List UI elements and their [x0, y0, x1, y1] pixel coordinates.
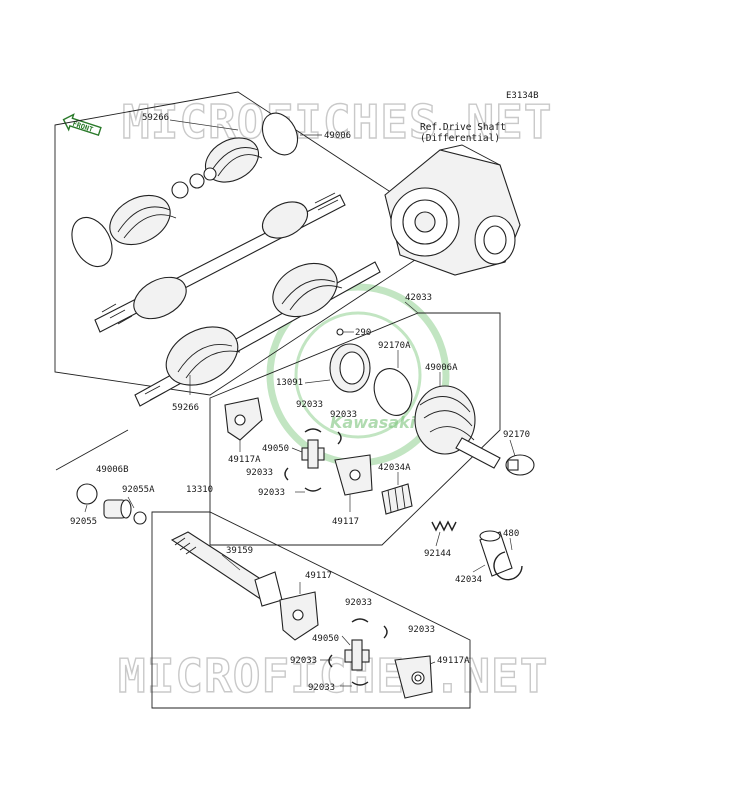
label-42033: 42033 [405, 293, 432, 303]
differential-housing [384, 144, 521, 276]
reference-line1: Ref.Drive Shaft [420, 122, 506, 133]
ring-small-2 [189, 173, 205, 189]
oring-290 [336, 328, 344, 336]
label-92170A: 92170A [378, 341, 411, 351]
oring-92055 [76, 483, 98, 505]
cross-joint-49050-upper [301, 439, 325, 469]
yoke-49117A-upper [224, 397, 263, 441]
circlip-480 [493, 551, 523, 581]
label-49117A-lower: 49117A [437, 656, 470, 666]
watermark-bottom: MICROFICHES.NET [118, 649, 548, 703]
cross-joint-49050-lower [344, 639, 370, 671]
label-59266-bottom: 59266 [172, 403, 199, 413]
sleeve-42034 [479, 530, 513, 577]
clip-92033-b [337, 431, 342, 445]
ring-small-1 [171, 181, 189, 199]
label-92055A: 92055A [122, 485, 155, 495]
label-42034A: 42034A [378, 463, 411, 473]
boot-49006A [414, 385, 501, 469]
yoke-49117A-lower [394, 655, 433, 699]
yoke-49117-lower [279, 591, 319, 641]
boot-outer-upper [109, 194, 177, 246]
label-49006B: 49006B [96, 465, 129, 475]
clamp-92170 [505, 454, 535, 476]
label-49117A-upper: 49117A [228, 455, 261, 465]
axle-shaft-lower [134, 261, 381, 407]
clamp-49006 [261, 112, 299, 156]
label-290: 290 [355, 328, 371, 338]
label-92033-g: 92033 [290, 656, 317, 666]
label-92144: 92144 [424, 549, 451, 559]
clip-92033-g [328, 654, 333, 668]
label-49117-lower: 49117 [305, 571, 332, 581]
ring-small-3 [203, 167, 217, 181]
label-13310: 13310 [186, 485, 213, 495]
label-92033-e: 92033 [345, 598, 372, 608]
shaft-42034A [381, 483, 413, 515]
clip-92033-e [351, 618, 369, 623]
label-49006: 49006 [324, 131, 351, 141]
label-92055: 92055 [70, 517, 97, 527]
label-92033-f: 92033 [408, 625, 435, 635]
watermark-top: MICROFICHES.NET [122, 95, 552, 149]
label-42034: 42034 [455, 575, 482, 585]
label-92033-b: 92033 [330, 410, 357, 420]
label-49050-lower: 49050 [312, 634, 339, 644]
front-label: FRONT [71, 120, 94, 134]
clip-92033-f [383, 625, 388, 639]
label-49006A: 49006A [425, 363, 458, 373]
clip-92033-h [351, 681, 369, 686]
clamp-92170A [373, 368, 413, 416]
clip-92033-a [304, 428, 322, 433]
reference-line2: (Differential) [420, 133, 500, 144]
yoke-49117-upper [334, 454, 373, 496]
ring-92055A [133, 511, 147, 525]
clip-92033-c [284, 467, 289, 481]
kawasaki-logo-text: Kawasaki [330, 413, 416, 432]
front-arrow-icon: FRONT [62, 113, 102, 137]
seal-13091 [329, 343, 371, 393]
frame-front-shaft-group [151, 511, 471, 709]
leader-lines [84, 119, 516, 687]
label-92033-d: 92033 [258, 488, 285, 498]
label-92170: 92170 [503, 430, 530, 440]
label-92033-c: 92033 [246, 468, 273, 478]
label-480: 480 [503, 529, 519, 539]
seal-49006B [103, 499, 132, 519]
spring-92144 [431, 520, 457, 532]
label-49117-upper: 49117 [332, 517, 359, 527]
label-59266-top: 59266 [142, 113, 169, 123]
label-92033-h: 92033 [308, 683, 335, 693]
diagram-code: E3134B [506, 91, 539, 101]
clip-92033-d [304, 487, 322, 492]
frame-left-bracket [55, 429, 129, 471]
label-39159: 39159 [226, 546, 253, 556]
shaft-39159 [170, 531, 283, 607]
label-13091: 13091 [276, 378, 303, 388]
axle-shaft-upper [94, 192, 346, 333]
clamp-59266-top [71, 216, 113, 268]
label-49050-upper: 49050 [262, 444, 289, 454]
label-92033-a: 92033 [296, 400, 323, 410]
